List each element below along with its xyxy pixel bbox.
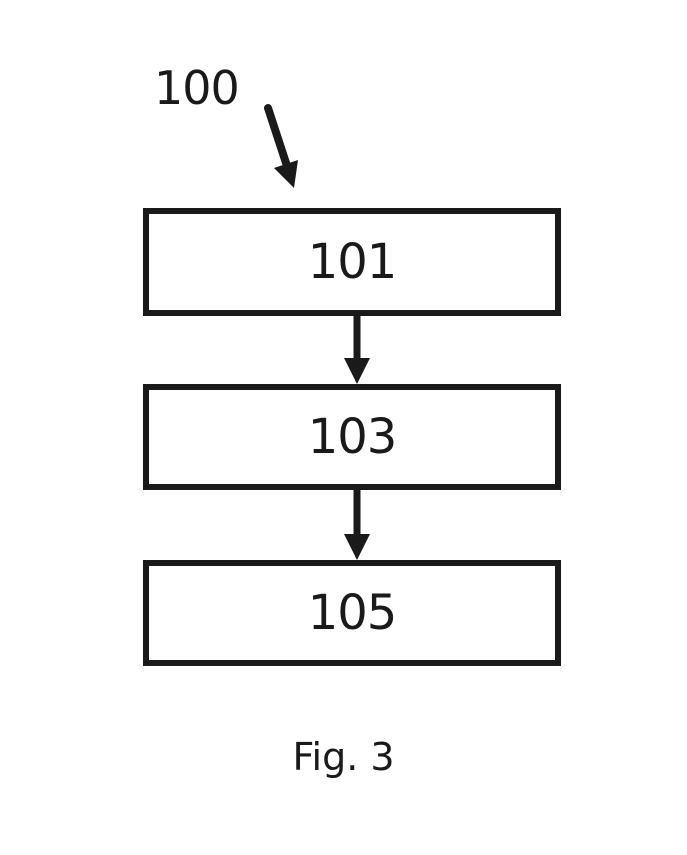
step-label-105: 105 xyxy=(307,585,398,641)
step-label-101: 101 xyxy=(307,234,398,290)
reference-numeral-100: 100 xyxy=(154,61,240,115)
step-label-103: 103 xyxy=(307,409,398,465)
step-box-103: 103 xyxy=(143,384,561,490)
arrow-101-to-103 xyxy=(344,316,370,384)
step-box-101: 101 xyxy=(143,208,561,316)
figure-caption: Fig. 3 xyxy=(292,735,395,779)
step-box-105: 105 xyxy=(143,560,561,666)
arrow-103-to-105 xyxy=(344,490,370,560)
reference-pointer-arrow xyxy=(264,104,298,188)
